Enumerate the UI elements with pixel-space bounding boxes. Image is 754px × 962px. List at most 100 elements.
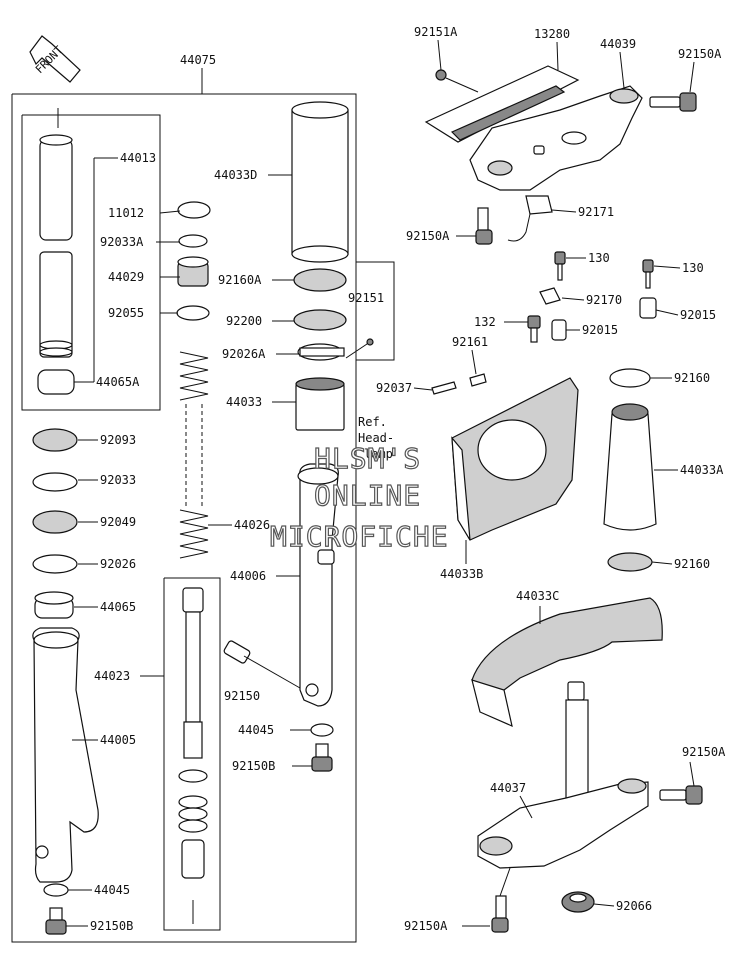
label-92151: 92151 <box>348 291 384 305</box>
outer-tube-44005 <box>32 627 99 883</box>
label-92033: 92033 <box>100 473 136 487</box>
grommet-92161 <box>469 373 487 387</box>
label-132: 132 <box>474 315 496 329</box>
washer-44045-left <box>43 883 69 897</box>
label-92160-b: 92160 <box>674 557 710 571</box>
label-92171: 92171 <box>578 205 614 219</box>
label-92150B-mid: 92150B <box>232 759 275 773</box>
label-92150A-bottom: 92150A <box>404 919 448 933</box>
label-92170: 92170 <box>586 293 622 307</box>
label-44033C: 44033C <box>516 589 559 603</box>
bolt-132 <box>527 315 541 343</box>
upper-bracket-44039 <box>469 85 643 191</box>
plug-44029 <box>177 256 209 287</box>
ring-92200 <box>293 309 347 331</box>
label-92150B-left: 92150B <box>90 919 133 933</box>
label-92150: 92150 <box>224 689 260 703</box>
label-44039: 44039 <box>600 37 636 51</box>
label-44033B: 44033B <box>440 567 483 581</box>
bolt-92151A <box>435 69 479 93</box>
bolt-130-a <box>554 251 566 281</box>
label-92026: 92026 <box>100 557 136 571</box>
bolt-92150A-right <box>659 785 703 805</box>
washer-92049 <box>32 510 78 534</box>
clip-92171 <box>507 195 553 242</box>
label-92150A-upper: 92150A <box>406 229 450 243</box>
callout-labels: 44075 44013 11012 92033A 44029 92055 440… <box>90 25 726 933</box>
cover-44033A <box>603 403 657 531</box>
label-92151A: 92151A <box>414 25 458 39</box>
label-44065: 44065 <box>100 600 136 614</box>
nut-92066 <box>561 891 595 913</box>
label-92037: 92037 <box>376 381 412 395</box>
label-92200: 92200 <box>226 314 262 328</box>
label-44033D: 44033D <box>214 168 257 182</box>
watermark-line-2: ONLINE <box>314 479 421 512</box>
label-44037: 44037 <box>490 781 526 795</box>
watermark-line-3: MICROFICHE <box>270 520 449 553</box>
label-92160A: 92160A <box>218 273 262 287</box>
watermark-line-1: HLSM'S <box>314 442 421 475</box>
damper-rod-44023 <box>178 587 208 924</box>
label-130-a: 130 <box>588 251 610 265</box>
label-44045-mid: 44045 <box>238 723 274 737</box>
label-92055: 92055 <box>108 306 144 320</box>
label-92026A: 92026A <box>222 347 266 361</box>
seal-92160-b <box>607 552 653 572</box>
bracket-92170 <box>539 287 561 305</box>
bolt-92150A-upper <box>475 207 493 245</box>
oring-92033A <box>178 234 208 248</box>
lower-bracket-44037 <box>477 681 649 869</box>
fork-assembly-frame <box>11 68 395 943</box>
label-92150A-right: 92150A <box>682 745 726 759</box>
washer-92026 <box>32 554 78 574</box>
washer-44045-mid <box>310 723 334 737</box>
label-92033A: 92033A <box>100 235 144 249</box>
bolt-92150 <box>223 640 301 689</box>
seal-92160-a <box>609 368 651 388</box>
label-92161: 92161 <box>452 335 488 349</box>
ref-line-2: Head- <box>358 431 394 445</box>
label-44029: 44029 <box>108 270 144 284</box>
label-13280: 13280 <box>534 27 570 41</box>
bolt-92150A-bottom <box>491 895 509 933</box>
handle-bar-cover-13280 <box>424 65 580 143</box>
clamp-92026A <box>297 343 345 361</box>
screw-92151 <box>345 338 374 359</box>
front-arrow-icon: FRONT <box>29 35 81 83</box>
label-92160-a: 92160 <box>674 371 710 385</box>
bushing-44065A <box>37 369 75 395</box>
label-44026: 44026 <box>234 518 270 532</box>
label-44045-left: 44045 <box>94 883 130 897</box>
ref-line-1: Ref. <box>358 415 387 429</box>
label-11012: 11012 <box>108 206 144 220</box>
label-92015-b: 92015 <box>680 308 716 322</box>
label-44033: 44033 <box>226 395 262 409</box>
label-44023: 44023 <box>94 669 130 683</box>
cap-11012 <box>177 201 211 219</box>
seal-92160A <box>293 268 347 292</box>
bolt-92150A-top <box>649 92 697 112</box>
cover-44033 <box>295 377 345 431</box>
seal-92093 <box>32 428 78 452</box>
clip-92033 <box>32 472 78 492</box>
label-44013: 44013 <box>120 151 156 165</box>
label-92066: 92066 <box>616 899 652 913</box>
label-44065A: 44065A <box>96 375 140 389</box>
label-44006: 44006 <box>230 569 266 583</box>
reference-note: Ref. Head- lamp <box>358 415 394 461</box>
cover-44033D <box>291 101 349 263</box>
spacer-92015-a <box>551 319 567 341</box>
inner-tube-44013 <box>39 108 73 358</box>
ref-line-3: lamp <box>364 447 393 461</box>
clip-92037 <box>431 381 457 395</box>
spacer-92015-b <box>639 297 657 319</box>
bolt-92150B-left <box>45 907 67 935</box>
label-92093: 92093 <box>100 433 136 447</box>
label-130-b: 130 <box>682 261 704 275</box>
leader-lines <box>66 39 695 927</box>
spring-44026 <box>179 351 209 559</box>
headlamp-housing-44033B <box>451 377 579 541</box>
bolt-92150B-mid <box>311 743 333 772</box>
